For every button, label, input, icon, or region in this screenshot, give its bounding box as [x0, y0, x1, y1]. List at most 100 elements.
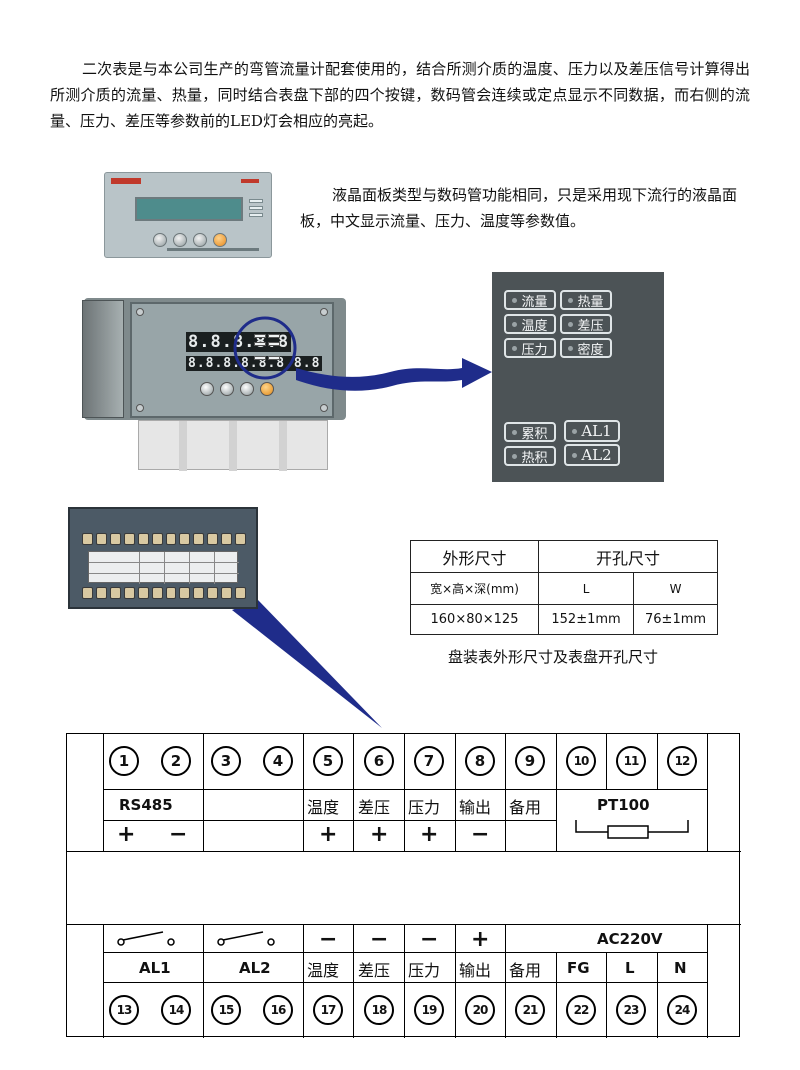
terminal-9: 9	[515, 746, 545, 776]
device-front-panel: 8.8.8.8.8 8.8.8.8.8.8.8.8	[130, 302, 334, 418]
terminal-15: 15	[211, 995, 241, 1025]
sign-20: +	[471, 927, 490, 952]
sub-l: L	[537, 572, 635, 605]
terminal-14: 14	[161, 995, 191, 1025]
terminal-1: 1	[109, 746, 139, 776]
panel-button	[173, 233, 187, 247]
indicator-heat-total: 热积	[504, 446, 556, 466]
terminal-24: 24	[667, 995, 697, 1025]
indicator-heat: 热量	[560, 290, 612, 310]
terminal-20: 20	[465, 995, 495, 1025]
val-whd: 160×80×125	[410, 604, 539, 635]
terminal-13: 13	[109, 995, 139, 1025]
indicator-temp: 温度	[504, 314, 556, 334]
rear-terminal-image	[68, 507, 258, 609]
terminal-17: 17	[313, 995, 343, 1025]
label-n: N	[674, 959, 687, 977]
indicator-diff: 差压	[560, 314, 612, 334]
panel-button	[200, 382, 214, 396]
label-out-top: 输出	[459, 798, 492, 817]
screw-icon	[136, 404, 144, 412]
sign-5: +	[319, 822, 338, 847]
label-press-bottom: 压力	[408, 961, 441, 980]
indicator-panel-zoom: 流量 热量 温度 差压 压力 密度 累积 AL1 热积 AL2	[492, 272, 664, 482]
led-tag	[268, 342, 280, 346]
led-tag	[268, 356, 280, 360]
label-out-bottom: 输出	[459, 961, 492, 980]
panel-button	[193, 233, 207, 247]
terminal-7: 7	[414, 746, 444, 776]
sign-2: −	[169, 822, 188, 847]
terminal-23: 23	[616, 995, 646, 1025]
label-temp-top: 温度	[307, 798, 340, 817]
sign-7: +	[420, 822, 439, 847]
lcd-screen	[135, 197, 243, 221]
arrow-to-panel	[296, 358, 492, 391]
label-spare-bottom: 备用	[509, 961, 542, 980]
led-tag	[268, 334, 280, 338]
device-door	[82, 300, 124, 418]
terminal-10: 10	[566, 746, 596, 776]
terminal-3: 3	[211, 746, 241, 776]
panel-button	[260, 382, 274, 396]
terminal-11: 11	[616, 746, 646, 776]
led-tag	[254, 334, 266, 338]
label-al1: AL1	[139, 959, 171, 977]
switch-icon	[117, 931, 175, 946]
terminal-6: 6	[364, 746, 394, 776]
terminal-8: 8	[465, 746, 495, 776]
indicator-cumulative: 累积	[504, 422, 556, 442]
intro-paragraph: 二次表是与本公司生产的弯管流量计配套使用的，结合所测介质的温度、压力以及差压信号…	[50, 60, 750, 130]
sign-6: +	[370, 822, 389, 847]
val-l: 152±1mm	[537, 604, 635, 635]
indicator-al1: AL1	[564, 420, 620, 442]
model-tag	[241, 179, 259, 183]
sign-1: +	[117, 822, 136, 847]
sign-19: −	[420, 927, 439, 952]
indicator-tag	[249, 199, 263, 203]
terminal-5: 5	[313, 746, 343, 776]
maker-strip	[167, 248, 259, 251]
sign-8: −	[471, 822, 490, 847]
terminal-22: 22	[566, 995, 596, 1025]
terminal-19: 19	[414, 995, 444, 1025]
screw-icon	[320, 308, 328, 316]
val-w: 76±1mm	[633, 604, 718, 635]
sub-whd: 宽×高×深(mm)	[410, 572, 539, 605]
terminal-label-plate	[88, 551, 239, 584]
label-al2: AL2	[239, 959, 271, 977]
table-caption: 盘装表外形尺寸及表盘开孔尺寸	[448, 648, 659, 666]
panel-button	[213, 233, 227, 247]
terminal-18: 18	[364, 995, 394, 1025]
label-pt100: PT100	[597, 796, 650, 814]
label-fg: FG	[567, 959, 590, 977]
dimension-table: 外形尺寸 开孔尺寸 宽×高×深(mm) L W 160×80×125 152±1…	[410, 540, 718, 635]
switch-icon	[217, 931, 275, 946]
indicator-pressure: 压力	[504, 338, 556, 358]
label-rs485: RS485	[119, 796, 173, 814]
terminal-4: 4	[263, 746, 293, 776]
header-outer: 外形尺寸	[410, 540, 539, 573]
label-diff-top: 差压	[358, 798, 391, 817]
indicator-tag	[249, 206, 263, 210]
arrow-to-wiring	[232, 600, 382, 728]
led-tag	[254, 342, 266, 346]
indicator-density: 密度	[560, 338, 612, 358]
led-tag	[254, 356, 266, 360]
screw-icon	[320, 404, 328, 412]
label-l: L	[625, 959, 635, 977]
brand-logo	[111, 178, 141, 184]
panel-button	[240, 382, 254, 396]
panel-button	[220, 382, 234, 396]
device-base	[138, 420, 328, 471]
indicator-flow: 流量	[504, 290, 556, 310]
wiring-diagram: 1 2 3 4 5 6 7 8 9 10 11 12 RS485 温度 差压 压…	[66, 733, 741, 1038]
sign-18: −	[370, 927, 389, 952]
terminal-21: 21	[515, 995, 545, 1025]
label-temp-bottom: 温度	[307, 961, 340, 980]
terminal-2: 2	[161, 746, 191, 776]
lcd-device-image	[104, 172, 272, 258]
label-ac220v: AC220V	[597, 930, 663, 948]
screw-icon	[136, 308, 144, 316]
